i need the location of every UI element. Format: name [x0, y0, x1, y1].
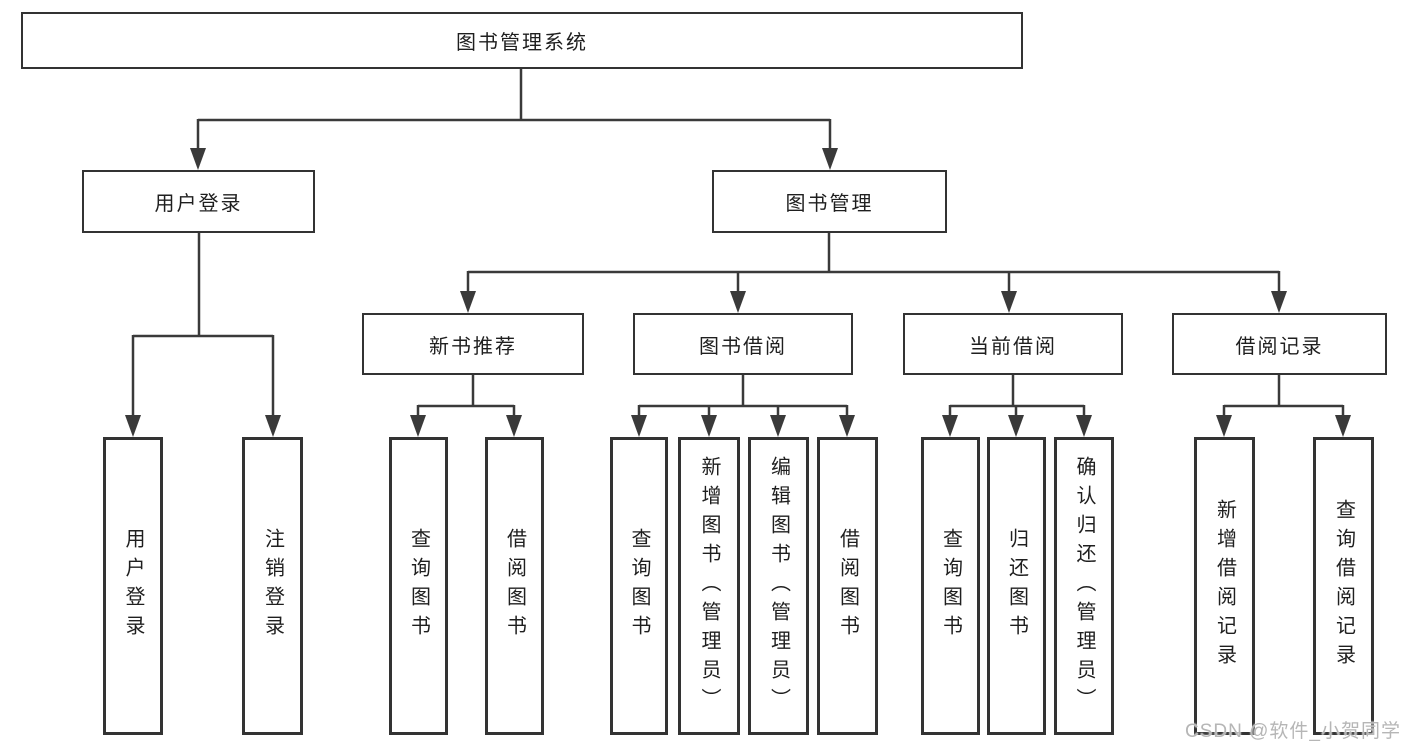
node-leaf-logout: 注销登录 [242, 437, 303, 735]
node-book-borrow: 图书借阅 [633, 313, 853, 375]
node-leaf-edit-books-admin-label: 编辑图书（管理员） [767, 455, 790, 717]
connector-new-book-branch [410, 375, 522, 437]
node-book-mgmt: 图书管理 [712, 170, 947, 233]
node-current-borrow: 当前借阅 [903, 313, 1123, 375]
node-root-label: 图书管理系统 [456, 32, 588, 54]
node-current-borrow-label: 当前借阅 [969, 335, 1057, 358]
connector-book-mgmt-to-level3 [460, 232, 1287, 313]
node-leaf-borrow-books-1: 借阅图书 [485, 437, 544, 735]
node-leaf-add-books-admin: 新增图书（管理员） [678, 437, 740, 735]
node-leaf-borrow-books-2: 借阅图书 [817, 437, 878, 735]
connector-root-to-level2 [190, 69, 838, 170]
connector-book-borrow-branch [631, 375, 855, 437]
connector-borrow-records-branch [1216, 375, 1351, 437]
node-leaf-query-books-1: 查询图书 [389, 437, 448, 735]
node-leaf-query-borrow-record-label: 查询借阅记录 [1332, 499, 1355, 673]
connector-current-borrow-branch [942, 375, 1092, 437]
node-leaf-borrow-books-1-label: 借阅图书 [503, 528, 526, 644]
node-borrow-records-label: 借阅记录 [1235, 335, 1324, 358]
node-book-borrow-label: 图书借阅 [699, 335, 787, 358]
node-leaf-add-books-admin-label: 新增图书（管理员） [698, 455, 720, 717]
node-leaf-query-books-2: 查询图书 [610, 437, 668, 735]
node-leaf-confirm-return-admin: 确认归还（管理员） [1054, 437, 1114, 735]
node-leaf-query-borrow-record: 查询借阅记录 [1313, 437, 1374, 735]
node-leaf-query-books-3-label: 查询图书 [939, 528, 962, 644]
node-leaf-logout-label: 注销登录 [261, 528, 284, 644]
connector-user-login-branch [125, 233, 281, 437]
node-leaf-add-borrow-record-label: 新增借阅记录 [1213, 499, 1236, 673]
node-leaf-borrow-books-2-label: 借阅图书 [836, 528, 859, 644]
node-leaf-query-books-1-label: 查询图书 [407, 528, 430, 644]
node-borrow-records: 借阅记录 [1172, 313, 1387, 375]
node-leaf-query-books-3: 查询图书 [921, 437, 980, 735]
node-user-login: 用户登录 [82, 170, 315, 233]
node-user-login-label: 用户登录 [154, 193, 243, 215]
watermark: CSDN @软件_小贺同学 [1185, 721, 1401, 742]
node-new-book-rec-label: 新书推荐 [429, 335, 517, 358]
node-book-mgmt-label: 图书管理 [785, 193, 874, 215]
node-leaf-return-books-label: 归还图书 [1005, 528, 1028, 644]
node-leaf-add-borrow-record: 新增借阅记录 [1194, 437, 1255, 735]
node-leaf-edit-books-admin: 编辑图书（管理员） [748, 437, 809, 735]
node-root: 图书管理系统 [21, 12, 1023, 69]
node-leaf-user-login: 用户登录 [103, 437, 163, 735]
node-new-book-rec: 新书推荐 [362, 313, 584, 375]
node-leaf-user-login-label: 用户登录 [122, 528, 144, 644]
node-leaf-query-books-2-label: 查询图书 [628, 528, 650, 644]
node-leaf-confirm-return-admin-label: 确认归还（管理员） [1073, 455, 1095, 717]
node-leaf-return-books: 归还图书 [987, 437, 1046, 735]
